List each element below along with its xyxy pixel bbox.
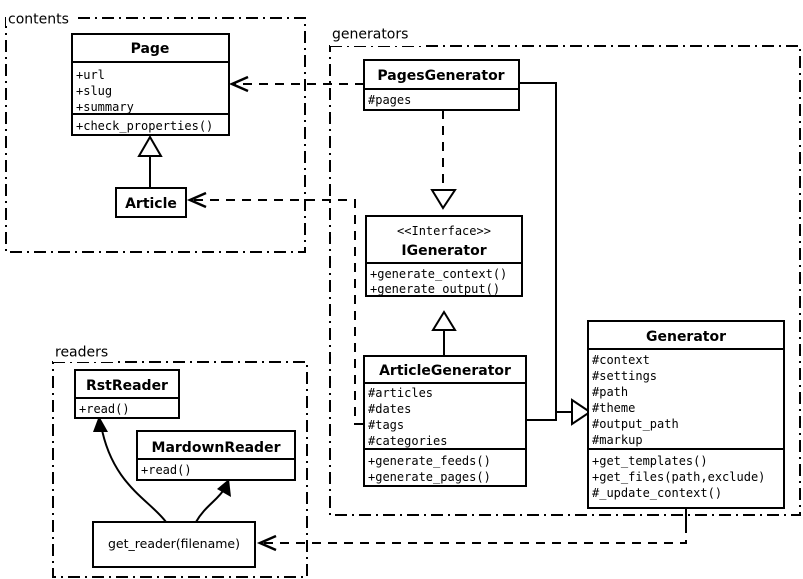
class-rstreader-operation: +read() [79,402,130,416]
class-pagesgenerator-title: PagesGenerator [377,68,504,84]
package-contents: contents [5,10,306,253]
class-rstreader[interactable]: RstReader +read() [74,369,180,419]
class-mardownreader-operation: +read() [141,463,192,477]
package-readers-label-bg [53,344,117,362]
generalization-arrowhead-igenerator [431,310,457,331]
class-page-attribute: +slug [76,84,112,98]
class-page-attribute: +summary [76,100,134,114]
function-get-reader-label: get_reader(filename) [108,536,240,551]
class-pagesgenerator[interactable]: PagesGenerator #pages [363,59,520,111]
realization-arrowhead-igenerator [430,189,457,210]
class-article-title: Article [125,196,177,212]
class-article-frame [115,187,187,218]
class-generator-attribute: #settings [592,369,657,383]
package-contents-border [5,17,306,253]
class-page-attribute: +url [76,68,105,82]
class-articlegenerator-attribute: #dates [368,402,411,416]
class-igenerator-operation: +generate_output() [370,282,500,296]
generalization-arrowhead-page [137,135,163,157]
link-generator-to-getreader-dependency [262,508,687,544]
link-pagesgenerator-to-generator [519,82,572,413]
class-generator-operation: +get_files(path,exclude) [592,470,765,484]
package-contents-label: contents [8,12,69,28]
class-igenerator-title: IGenerator [401,243,486,259]
class-generator-operation: +get_templates() [592,454,708,468]
class-articlegenerator[interactable]: ArticleGenerator #articles #dates #tags … [363,355,527,487]
package-generators-border [329,45,801,516]
class-igenerator-operation: +generate_context() [370,267,507,281]
class-mardownreader-title: MardownReader [152,440,281,456]
class-igenerator-frame [365,215,523,297]
package-readers-label: readers [55,345,108,361]
class-generator-frame [587,320,785,509]
dependency-arrowhead-page [228,75,249,93]
class-igenerator-stereotype: <<Interface>> [397,224,491,238]
class-articlegenerator-attribute: #categories [368,434,447,448]
class-mardownreader[interactable]: MardownReader +read() [136,430,296,481]
dependency-arrowhead-article [186,191,207,209]
class-articlegenerator-operation: +generate_feeds() [368,454,491,468]
call-arrowhead-mardownreader [217,479,231,497]
call-arrowhead-rstreader [93,416,108,432]
class-articlegenerator-operation: +generate_pages() [368,470,491,484]
class-articlegenerator-attribute: #tags [368,418,404,432]
class-generator-operation: #_update_context() [592,486,722,500]
class-generator-attribute: #output_path [592,417,679,431]
package-generators-label: generators [332,27,408,43]
link-getreader-to-mardownreader [195,487,226,523]
package-generators: generators [329,26,801,516]
class-rstreader-frame [74,369,180,419]
class-articlegenerator-frame [363,355,527,487]
function-get-reader-frame [92,521,256,568]
class-generator-attribute: #context [592,353,650,367]
class-page-operation: +check_properties() [76,119,213,133]
class-generator-attribute: #markup [592,433,643,447]
package-generators-label-bg [330,26,422,46]
package-readers: readers [52,344,308,578]
class-generator-title: Generator [646,329,726,345]
class-generator[interactable]: Generator #context #settings #path #them… [587,320,785,509]
link-articlegenerator-to-generator [526,412,557,421]
class-pagesgenerator-attribute: #pages [368,93,411,107]
dependency-arrowhead-getreader [256,534,277,552]
class-articlegenerator-attribute: #articles [368,386,433,400]
class-rstreader-title: RstReader [86,378,168,394]
package-readers-border [52,361,308,578]
generalization-arrowhead-generator [571,398,592,426]
function-get-reader[interactable]: get_reader(filename) [92,521,256,568]
package-contents-label-bg [6,10,78,26]
class-generator-attribute: #path [592,385,628,399]
class-pagesgenerator-frame [363,59,520,111]
class-mardownreader-frame [136,430,296,481]
class-page-title: Page [131,41,170,57]
link-getreader-to-rstreader [100,424,167,523]
link-articlegenerator-to-article-dependency [192,199,363,425]
class-generator-attribute: #theme [592,401,635,415]
class-igenerator[interactable]: <<Interface>> IGenerator +generate_conte… [365,215,523,297]
class-article[interactable]: Article [115,187,187,218]
class-page-frame [71,33,230,136]
class-articlegenerator-title: ArticleGenerator [379,363,511,379]
class-page[interactable]: Page +url +slug +summary +check_properti… [71,33,230,136]
